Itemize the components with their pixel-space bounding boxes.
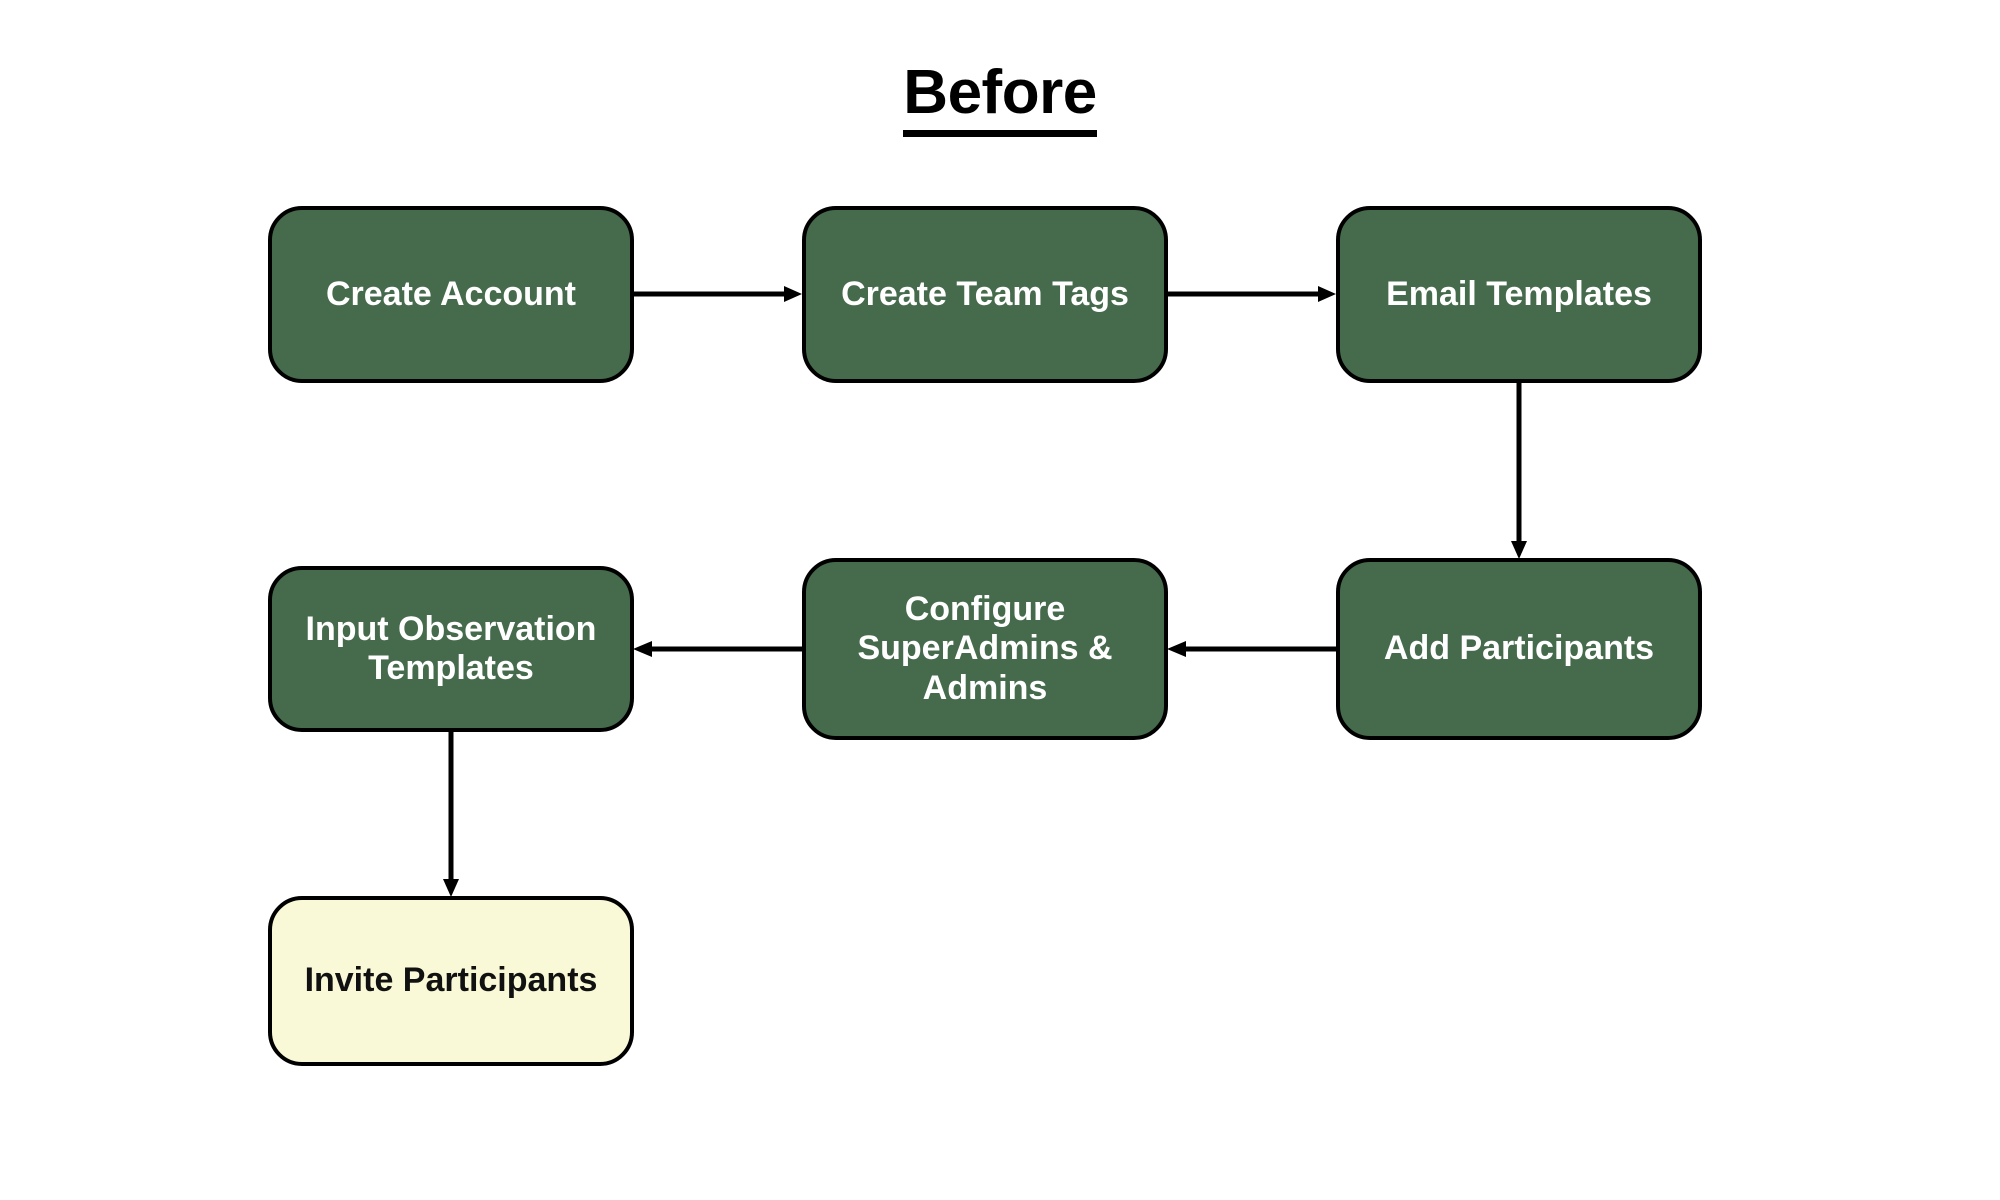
node-label-line-1: Configure: [904, 589, 1066, 628]
node-email-templates[interactable]: Email Templates: [1336, 206, 1702, 383]
node-label-line-2: Templates: [368, 649, 534, 687]
node-label-line-2: SuperAdmins &: [857, 629, 1113, 668]
page-title-text: Before: [903, 62, 1097, 137]
node-label-line-3: Admins: [922, 668, 1048, 707]
arrow-create-team-tags-to-email-templates: [1168, 276, 1338, 312]
node-create-team-tags[interactable]: Create Team Tags: [802, 206, 1168, 383]
node-label: Create Account: [325, 274, 577, 313]
arrow-email-templates-to-add-participants: [1501, 383, 1537, 561]
node-configure-superadmins-admins[interactable]: Configure SuperAdmins & Admins: [802, 558, 1168, 740]
node-label: Input Observation Templates: [290, 610, 612, 689]
page-title: Before: [0, 62, 2000, 137]
node-input-observation-templates[interactable]: Input Observation Templates: [268, 566, 634, 732]
node-label: Invite Participants: [304, 961, 598, 1000]
arrow-configure-admins-to-input-observation: [632, 631, 804, 667]
arrow-input-observation-to-invite-participants: [433, 732, 469, 899]
node-label: Configure SuperAdmins & Admins: [824, 590, 1146, 708]
node-label: Create Team Tags: [841, 274, 1129, 313]
node-add-participants[interactable]: Add Participants: [1336, 558, 1702, 740]
node-invite-participants[interactable]: Invite Participants: [268, 896, 634, 1066]
arrow-create-account-to-create-team-tags: [634, 276, 804, 312]
node-create-account[interactable]: Create Account: [268, 206, 634, 383]
arrow-add-participants-to-configure-admins: [1166, 631, 1338, 667]
node-label: Add Participants: [1383, 629, 1655, 668]
node-label-line-1: Input Observation: [305, 609, 597, 648]
node-label: Email Templates: [1386, 274, 1652, 313]
